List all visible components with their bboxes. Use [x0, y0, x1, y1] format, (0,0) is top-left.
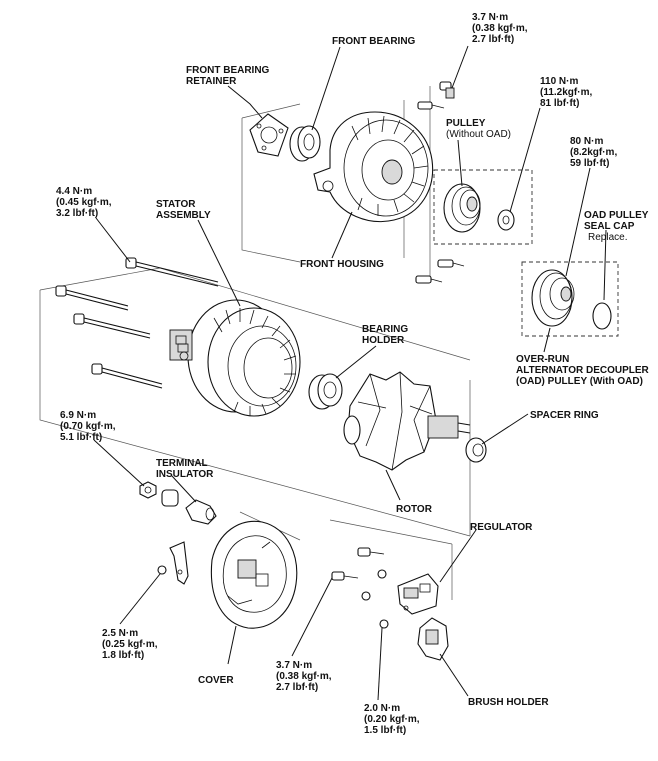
- svg-text:5.1 lbf·ft): 5.1 lbf·ft): [60, 432, 102, 443]
- svg-text:3.2 lbf·ft): 3.2 lbf·ft): [56, 208, 98, 219]
- svg-text:(0.25 kgf·m,: (0.25 kgf·m,: [102, 639, 158, 650]
- label-front-bearing-retainer-line1: FRONT BEARING: [186, 65, 270, 76]
- torque-80: 80 N·m (8.2kgf·m, 59 lbf·ft): [570, 136, 617, 169]
- label-seal-cap-replace-note: Replace.: [588, 232, 627, 243]
- through-bolt-2: [55, 285, 129, 311]
- regulator-screw-3: [331, 571, 359, 581]
- brush-holder-part: [379, 617, 449, 661]
- svg-text:(0.45 kgf·m,: (0.45 kgf·m,: [56, 197, 112, 208]
- through-bolts: [55, 257, 219, 389]
- cover-part: [210, 520, 298, 629]
- label-spacer-ring: SPACER RING: [530, 410, 599, 421]
- label-terminal-insulator-line1: TERMINAL: [156, 458, 208, 469]
- label-bearing-holder-line1: BEARING: [362, 324, 408, 335]
- torque-specs: 3.7 N·m (0.38 kgf·m, 2.7 lbf·ft) 110 N·m…: [56, 12, 617, 736]
- label-oad-pulley-line1: OVER-RUN: [516, 354, 569, 365]
- label-oad-seal-cap-line2: SEAL CAP: [584, 221, 635, 232]
- part-labels: FRONT BEARING FRONT BEARING RETAINER PUL…: [156, 36, 650, 708]
- leader-lines: [93, 45, 607, 701]
- svg-text:(0.38 kgf·m,: (0.38 kgf·m,: [276, 671, 332, 682]
- label-terminal-insulator-line2: INSULATOR: [156, 469, 214, 480]
- svg-text:2.5 N·m: 2.5 N·m: [102, 628, 138, 639]
- svg-text:110 N·m: 110 N·m: [540, 76, 578, 87]
- screw-bottom-1: [437, 259, 465, 268]
- torque-3-7-bottom: 3.7 N·m (0.38 kgf·m, 2.7 lbf·ft): [276, 660, 332, 693]
- svg-text:(0.20 kgf·m,: (0.20 kgf·m,: [364, 714, 420, 725]
- through-bolt-1: [125, 257, 219, 287]
- label-brush-holder: BRUSH HOLDER: [468, 697, 549, 708]
- screw-top-1: [417, 101, 445, 110]
- svg-text:(0.70 kgf·m,: (0.70 kgf·m,: [60, 421, 116, 432]
- label-stator-assembly-line1: STATOR: [156, 199, 196, 210]
- torque-2-5: 2.5 N·m (0.25 kgf·m, 1.8 lbf·ft): [102, 628, 158, 661]
- front-bearing-retainer-part: [249, 113, 289, 157]
- svg-text:59 lbf·ft): 59 lbf·ft): [570, 158, 609, 169]
- regulator-screws: [331, 547, 387, 601]
- torque-3-7-top: 3.7 N·m (0.38 kgf·m, 2.7 lbf·ft): [472, 12, 528, 45]
- screw-bottom-2: [415, 275, 443, 284]
- svg-text:3.7 N·m: 3.7 N·m: [472, 12, 508, 23]
- label-pulley-line1: PULLEY: [446, 118, 486, 129]
- label-stator-assembly-line2: ASSEMBLY: [156, 210, 211, 221]
- svg-text:80 N·m: 80 N·m: [570, 136, 603, 147]
- svg-text:4.4 N·m: 4.4 N·m: [56, 186, 92, 197]
- label-rotor: ROTOR: [396, 504, 433, 515]
- svg-text:1.8 lbf·ft): 1.8 lbf·ft): [102, 650, 144, 661]
- through-bolt-4: [91, 363, 163, 389]
- label-front-housing: FRONT HOUSING: [300, 259, 384, 270]
- torque-2-0: 2.0 N·m (0.20 kgf·m, 1.5 lbf·ft): [364, 703, 420, 736]
- svg-text:81 lbf·ft): 81 lbf·ft): [540, 98, 579, 109]
- svg-text:2.0 N·m: 2.0 N·m: [364, 703, 400, 714]
- through-bolt-3: [73, 313, 151, 339]
- label-pulley-line2: (Without OAD): [446, 129, 511, 140]
- label-front-bearing: FRONT BEARING: [332, 36, 416, 47]
- regulator-part: [397, 573, 439, 615]
- screw-top-2: [439, 81, 455, 99]
- svg-text:6.9 N·m: 6.9 N·m: [60, 410, 96, 421]
- front-housing-part: [313, 111, 434, 223]
- spacer-ring-part: [465, 437, 487, 463]
- label-cover: COVER: [198, 675, 234, 686]
- terminal-insulator-part: [161, 489, 217, 525]
- svg-text:2.7 lbf·ft): 2.7 lbf·ft): [276, 682, 318, 693]
- regulator-screw-4: [361, 591, 371, 601]
- svg-text:(8.2kgf·m,: (8.2kgf·m,: [570, 147, 617, 158]
- rotor-part: [343, 371, 471, 471]
- regulator-screw-2: [377, 569, 387, 579]
- regulator-screw-1: [357, 547, 385, 557]
- torque-6-9: 6.9 N·m (0.70 kgf·m, 5.1 lbf·ft): [60, 410, 116, 443]
- stator-assembly-part: [169, 299, 301, 417]
- label-oad-pulley-line3: (OAD) PULLEY (With OAD): [516, 376, 643, 387]
- svg-text:(0.38 kgf·m,: (0.38 kgf·m,: [472, 23, 528, 34]
- pulley-without-oad-box: [433, 169, 533, 245]
- front-bearing-part: [289, 125, 321, 162]
- label-oad-seal-cap-line1: OAD PULLEY: [584, 210, 649, 221]
- label-bearing-holder-line2: HOLDER: [362, 335, 405, 346]
- label-oad-pulley-line2: ALTERNATOR DECOUPLER: [516, 365, 650, 376]
- svg-text:2.7 lbf·ft): 2.7 lbf·ft): [472, 34, 514, 45]
- svg-text:(11.2kgf·m,: (11.2kgf·m,: [540, 87, 592, 98]
- bearing-holder-part: [308, 373, 343, 410]
- label-front-bearing-retainer-line2: RETAINER: [186, 76, 237, 87]
- front-housing-screws: [415, 81, 465, 284]
- svg-text:3.7 N·m: 3.7 N·m: [276, 660, 312, 671]
- svg-text:1.5 lbf·ft): 1.5 lbf·ft): [364, 725, 406, 736]
- cover-bracket-part: [157, 541, 189, 585]
- torque-4-4: 4.4 N·m (0.45 kgf·m, 3.2 lbf·ft): [56, 186, 112, 219]
- label-regulator: REGULATOR: [470, 522, 533, 533]
- oad-pulley-box: [521, 261, 619, 337]
- torque-110: 110 N·m (11.2kgf·m, 81 lbf·ft): [540, 76, 592, 109]
